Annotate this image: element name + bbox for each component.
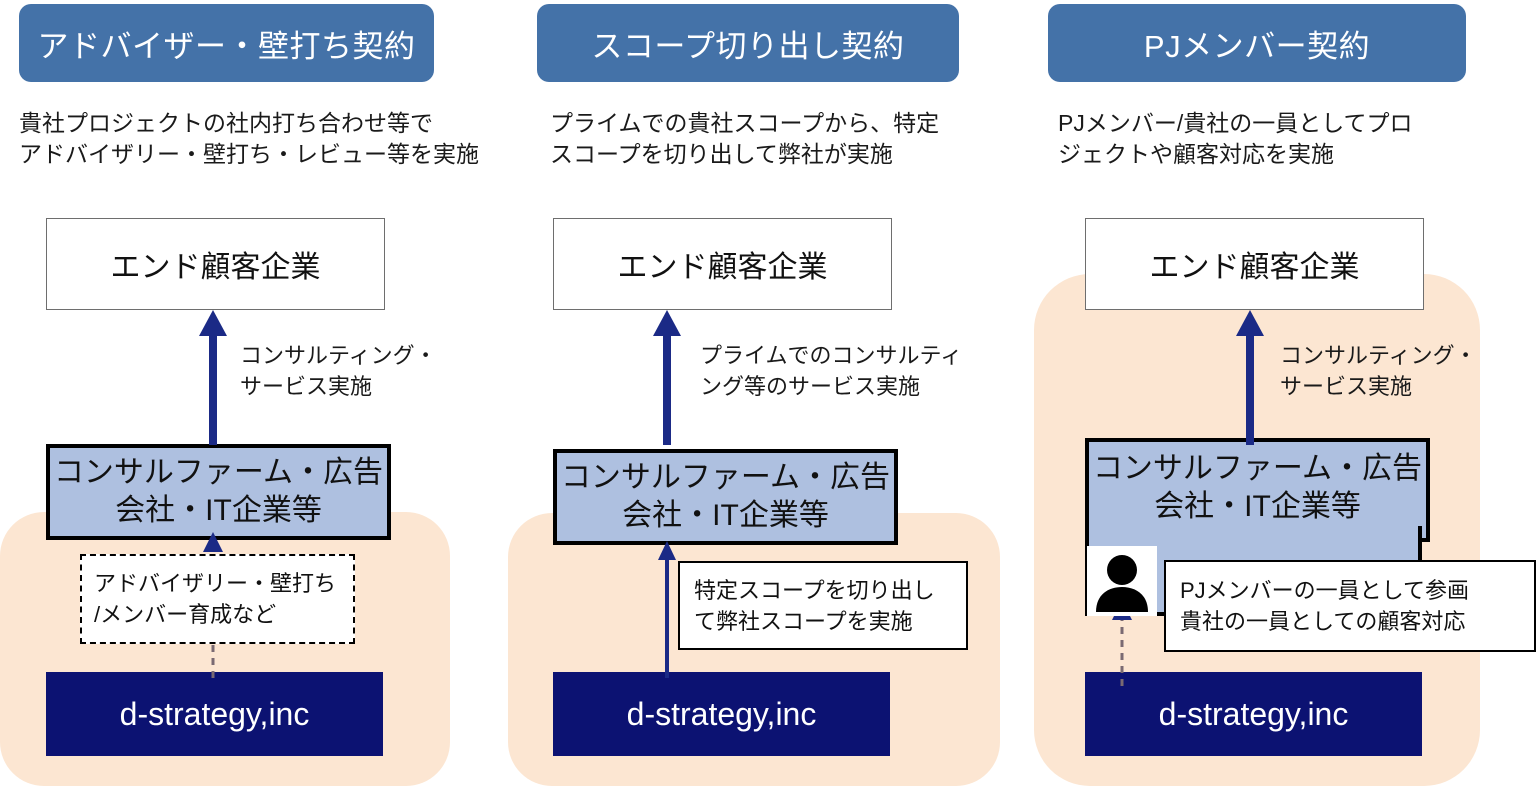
engagement-callout-text-advisor: アドバイザリー・壁打ち /メンバー育成など xyxy=(94,571,337,627)
column-header-pj-label: PJメンバー契約 xyxy=(1143,28,1371,64)
engagement-callout-advisor: アドバイザリー・壁打ち /メンバー育成など xyxy=(80,554,355,644)
consulting-firm-box-advisor: コンサルファーム・広告 会社・IT企業等 xyxy=(46,444,391,540)
consulting-firm-box-scope: コンサルファーム・広告 会社・IT企業等 xyxy=(553,449,898,545)
column-header-scope[interactable]: スコープ切り出し契約 xyxy=(537,4,959,82)
column-description-pj: PJメンバー/貴社の一員としてプロ ジェクトや顧客対応を実施 xyxy=(1058,110,1413,167)
service-arrow-scope xyxy=(653,310,681,445)
d-strategy-label-scope: d-strategy,inc xyxy=(626,695,817,732)
consulting-firm-label-scope: コンサルファーム・広告 会社・IT企業等 xyxy=(560,461,891,532)
service-arrow-pj xyxy=(1236,310,1264,445)
end-customer-box-scope: エンド顧客企業 xyxy=(553,218,892,310)
column-description-scope: プライムでの貴社スコープから、特定 スコープを切り出して弊社が実施 xyxy=(550,110,940,167)
engagement-arrow-scope xyxy=(658,541,676,678)
d-strategy-label-advisor: d-strategy,inc xyxy=(119,695,310,732)
engagement-callout-pj: PJメンバーの一員として参画 貴社の一員としての顧客対応 xyxy=(1164,560,1536,652)
column-header-advisor-label: アドバイザー・壁打ち契約 xyxy=(37,28,416,64)
d-strategy-box-advisor: d-strategy,inc xyxy=(46,672,383,756)
service-arrow-advisor xyxy=(199,310,227,445)
service-arrow-caption-pj: コンサルティング・ サービス実施 xyxy=(1280,343,1477,399)
person-avatar-icon xyxy=(1087,546,1157,616)
end-customer-label-advisor: エンド顧客企業 xyxy=(110,251,321,284)
end-customer-box-pj: エンド顧客企業 xyxy=(1085,218,1424,310)
service-arrow-caption-advisor: コンサルティング・ サービス実施 xyxy=(240,343,437,399)
column-header-advisor[interactable]: アドバイザー・壁打ち契約 xyxy=(19,4,434,82)
d-strategy-box-pj: d-strategy,inc xyxy=(1085,672,1422,756)
engagement-callout-text-scope: 特定スコープを切り出し て弊社スコープを実施 xyxy=(694,577,935,634)
column-header-pj[interactable]: PJメンバー契約 xyxy=(1048,4,1466,82)
service-arrow-caption-scope: プライムでのコンサルティ ング等のサービス実施 xyxy=(700,343,963,399)
end-customer-box-advisor: エンド顧客企業 xyxy=(46,218,385,310)
end-customer-label-scope: エンド顧客企業 xyxy=(617,251,828,284)
end-customer-label-pj: エンド顧客企業 xyxy=(1149,251,1360,284)
column-description-advisor: 貴社プロジェクトの社内打ち合わせ等で アドバイザリー・壁打ち・レビュー等を実施 xyxy=(19,110,479,167)
d-strategy-box-scope: d-strategy,inc xyxy=(553,672,890,756)
engagement-callout-scope: 特定スコープを切り出し て弊社スコープを実施 xyxy=(678,561,968,650)
d-strategy-label-pj: d-strategy,inc xyxy=(1158,695,1349,732)
consulting-firm-label-advisor: コンサルファーム・広告 会社・IT企業等 xyxy=(53,456,384,527)
consulting-firm-label-pj: コンサルファーム・広告 会社・IT企業等 xyxy=(1092,452,1423,523)
column-header-scope-label: スコープ切り出し契約 xyxy=(591,28,905,64)
engagement-callout-text-pj: PJメンバーの一員として参画 貴社の一員としての顧客対応 xyxy=(1180,578,1470,634)
